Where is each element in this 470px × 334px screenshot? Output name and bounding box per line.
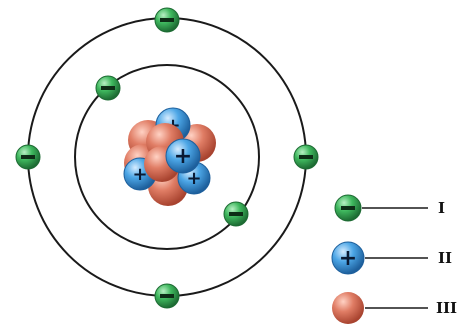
electron-icon [293, 144, 319, 170]
proton-icon: + [165, 138, 201, 174]
svg-text:+: + [339, 246, 357, 271]
proton-icon: + [331, 241, 365, 275]
svg-text:+: + [174, 144, 192, 169]
svg-text:+: + [132, 164, 147, 185]
legend-item-neutron: III [332, 292, 457, 324]
nucleus: + + + + [123, 107, 216, 206]
inner-orbit [74, 64, 260, 250]
legend: I + II III [331, 194, 457, 324]
legend-item-electron: I [334, 194, 445, 222]
legend-label: II [438, 249, 452, 267]
electron-icon [154, 7, 180, 33]
neutron-icon [332, 292, 364, 324]
electron-icon [95, 75, 121, 101]
legend-item-proton: + II [331, 241, 452, 275]
electron-icon [334, 194, 362, 222]
electron-icon [154, 283, 180, 309]
legend-label: I [438, 199, 445, 217]
svg-text:+: + [186, 168, 201, 189]
electron-icon [15, 144, 41, 170]
electron-icon [223, 201, 249, 227]
legend-label: III [436, 299, 457, 317]
